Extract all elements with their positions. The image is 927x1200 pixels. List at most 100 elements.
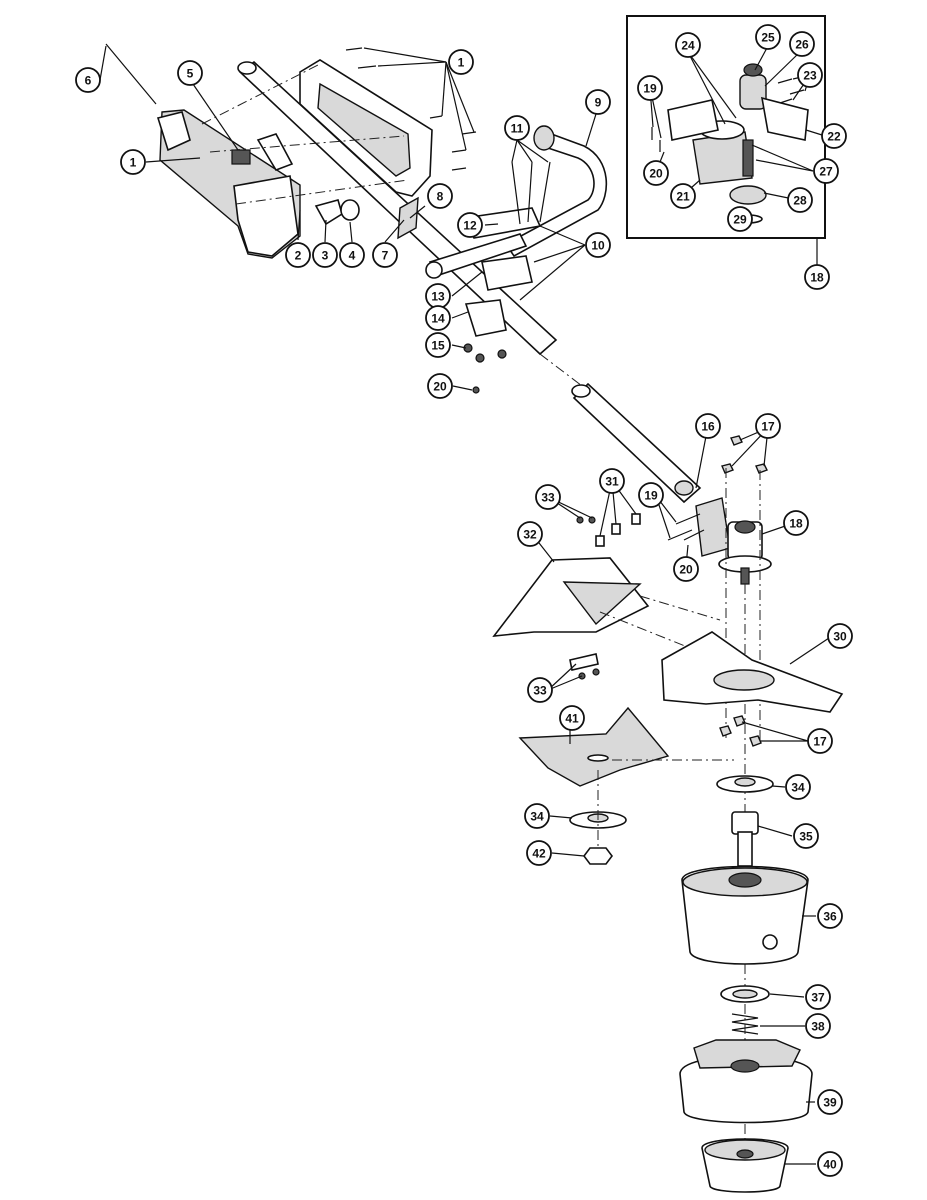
callout-c28: 28 xyxy=(787,187,813,213)
callout-c21: 21 xyxy=(670,183,696,209)
callout-circle xyxy=(120,149,146,175)
callout-circle xyxy=(805,1013,831,1039)
callout-circle xyxy=(448,49,474,75)
callout-circle xyxy=(643,160,669,186)
callout-c22: 22 xyxy=(821,123,847,149)
callout-circle xyxy=(805,984,831,1010)
callout-c42: 42 xyxy=(526,840,552,866)
rear-handle-assembly xyxy=(99,43,558,356)
callout-number: 23 xyxy=(803,69,817,83)
callout-circle xyxy=(526,840,552,866)
callout-c38: 38 xyxy=(805,1013,831,1039)
callout-c25: 25 xyxy=(755,24,781,50)
callout-c41: 41 xyxy=(559,705,585,731)
callout-number: 10 xyxy=(591,239,605,253)
callout-number: 15 xyxy=(431,339,445,353)
callout-number: 30 xyxy=(833,630,847,644)
blade-guard xyxy=(492,480,721,691)
callout-circle xyxy=(339,242,365,268)
callout-c2: 2 xyxy=(285,242,311,268)
callout-circle xyxy=(285,242,311,268)
metal-blade xyxy=(518,706,734,787)
callout-number: 37 xyxy=(811,991,825,1005)
callout-c15: 15 xyxy=(425,332,451,358)
callout-c14: 14 xyxy=(425,305,451,331)
callout-circle xyxy=(797,62,823,88)
gearhead-inset xyxy=(626,15,826,268)
callout-circle xyxy=(427,373,453,399)
trimmer-shield xyxy=(661,631,844,747)
callout-number: 2 xyxy=(295,249,302,263)
callout-number: 14 xyxy=(431,312,445,326)
callout-circle xyxy=(827,623,853,649)
callout-number: 32 xyxy=(523,528,537,542)
callout-c8: 8 xyxy=(427,183,453,209)
callout-number: 1 xyxy=(130,156,137,170)
callout-number: 20 xyxy=(679,563,693,577)
callout-c30: 30 xyxy=(827,623,853,649)
callout-number: 11 xyxy=(511,122,524,136)
callout-number: 18 xyxy=(810,271,824,285)
callout-c17b: 17 xyxy=(807,728,833,754)
callout-c11: 11 xyxy=(504,115,530,141)
callout-number: 26 xyxy=(795,38,809,52)
callout-c40: 40 xyxy=(817,1151,843,1177)
callout-circle xyxy=(177,60,203,86)
blade-hardware xyxy=(549,770,627,865)
callout-c5: 5 xyxy=(177,60,203,86)
callout-number: 16 xyxy=(701,420,715,434)
trimmer-head-stack xyxy=(679,775,816,1193)
callout-circle xyxy=(821,123,847,149)
callout-c3: 3 xyxy=(312,242,338,268)
callout-circle xyxy=(789,31,815,57)
callout-c27: 27 xyxy=(813,158,839,184)
callout-number: 12 xyxy=(463,219,477,233)
callout-circle xyxy=(787,187,813,213)
callout-c9: 9 xyxy=(585,89,611,115)
callout-circle xyxy=(585,232,611,258)
callout-number: 29 xyxy=(733,213,747,227)
callout-number: 39 xyxy=(823,1096,837,1110)
callout-number: 34 xyxy=(530,810,544,824)
callout-number: 28 xyxy=(793,194,807,208)
callout-c20b: 20 xyxy=(673,556,699,582)
callout-c12: 12 xyxy=(457,212,483,238)
callout-c19b: 19 xyxy=(637,75,663,101)
callout-c33b: 33 xyxy=(527,677,553,703)
lower-shaft xyxy=(571,382,709,504)
callout-circle xyxy=(599,468,625,494)
callout-number: 38 xyxy=(811,1020,825,1034)
callout-c19a: 19 xyxy=(638,482,664,508)
callout-number: 3 xyxy=(322,249,329,263)
callout-circle xyxy=(372,242,398,268)
callout-c18a: 18 xyxy=(783,510,809,536)
callout-circle xyxy=(755,413,781,439)
callout-c18b: 18 xyxy=(804,264,830,290)
callout-number: 13 xyxy=(431,290,445,304)
callout-circle xyxy=(817,1089,843,1115)
callout-number: 31 xyxy=(605,475,619,489)
callout-number: 33 xyxy=(541,491,555,505)
callout-circle xyxy=(695,413,721,439)
callout-number: 34 xyxy=(791,781,805,795)
callout-number: 19 xyxy=(643,82,657,96)
callout-circle xyxy=(312,242,338,268)
callout-circle xyxy=(670,183,696,209)
callout-circle xyxy=(807,728,833,754)
callout-circle xyxy=(425,305,451,331)
callout-number: 6 xyxy=(85,74,92,88)
callout-number: 9 xyxy=(595,96,602,110)
callout-c24: 24 xyxy=(675,32,701,58)
callout-c37: 37 xyxy=(805,984,831,1010)
callout-circle xyxy=(755,24,781,50)
callout-number: 42 xyxy=(532,847,546,861)
callout-c1b: 1 xyxy=(120,149,146,175)
callout-circle xyxy=(785,774,811,800)
callout-c23: 23 xyxy=(797,62,823,88)
callout-circle xyxy=(559,705,585,731)
callout-number: 33 xyxy=(533,684,547,698)
callout-circle xyxy=(813,158,839,184)
callout-circle xyxy=(817,903,843,929)
